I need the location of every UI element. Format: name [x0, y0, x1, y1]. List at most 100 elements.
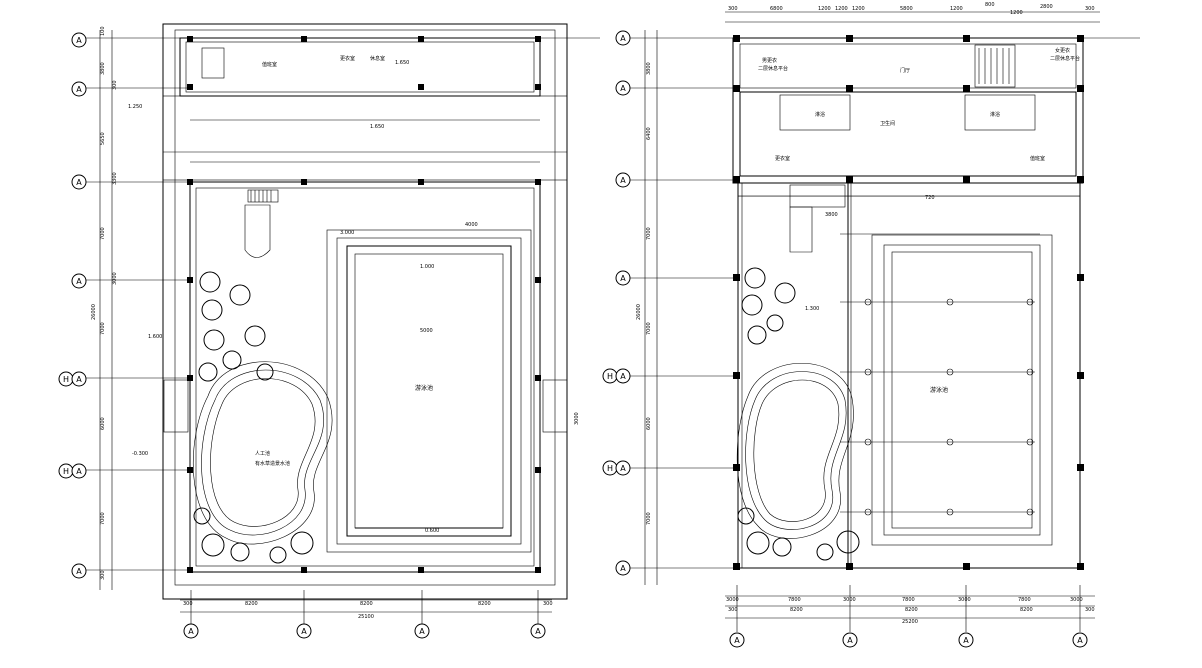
- dim-text: 1200: [950, 6, 963, 12]
- bubble-label: A: [620, 274, 626, 283]
- bubble-label: A: [620, 372, 626, 381]
- elev: -0.300: [132, 451, 148, 457]
- elev: 3800: [825, 212, 838, 218]
- bubble-label: A: [76, 36, 82, 45]
- pool-elev: 1.000: [420, 264, 434, 270]
- bubble-label: A: [620, 84, 626, 93]
- dim-text: 300: [728, 607, 738, 613]
- bubble-label: A: [620, 176, 626, 185]
- dim-text: 7000: [646, 322, 652, 335]
- elev: 720: [925, 195, 935, 201]
- pool-hall: [190, 182, 540, 572]
- dim-text: 3000: [843, 597, 856, 603]
- room-label: 值班室: [1030, 155, 1045, 162]
- dim-text: 300: [543, 601, 553, 607]
- dim-text: 300: [1085, 6, 1095, 12]
- bubble-label: A: [620, 464, 626, 473]
- dim-text: 26000: [91, 304, 97, 320]
- elev: 1.250: [128, 104, 142, 110]
- elev: 1.650: [370, 124, 384, 130]
- dim-text: 1200: [818, 6, 831, 12]
- dim-text: 6000: [100, 417, 106, 430]
- dim-text: 5650: [100, 132, 106, 145]
- dim-text: 800: [985, 2, 995, 8]
- right-swimming-pool: 游泳池: [840, 234, 1052, 545]
- left-bottom-dimensions: 300 8200 8200 8200 300 25100 A A A A: [180, 590, 553, 638]
- dim-text: 5800: [900, 6, 913, 12]
- pool-dim: 4000: [465, 222, 478, 228]
- dim-total: 25100: [358, 614, 374, 620]
- bubble-label: A: [188, 627, 194, 636]
- changing-block: [180, 38, 540, 96]
- dim-text: 2800: [1040, 4, 1053, 10]
- bubble-label: A: [301, 627, 307, 636]
- dim-text: 7000: [646, 512, 652, 525]
- dim-text: 8200: [905, 607, 918, 613]
- right-top-dimensions: 300 6800 1200 1200 1200 5800 1200 800 12…: [725, 2, 1100, 22]
- dim-text: 300: [728, 6, 738, 12]
- bubble-label: A: [76, 178, 82, 187]
- dim-text: 1200: [1010, 10, 1023, 16]
- dim-text: 8200: [245, 601, 258, 607]
- dim-text: 3000: [958, 597, 971, 603]
- dim-text: 3800: [646, 62, 652, 75]
- dim-text: 7000: [100, 227, 106, 240]
- room-label: 男更衣: [762, 57, 777, 64]
- dim-text: 26000: [636, 304, 642, 320]
- room-label: 女更衣: [1055, 47, 1070, 54]
- room-label: 休息室: [370, 55, 385, 62]
- dim-text: 1200: [852, 6, 865, 12]
- right-pond: [737, 363, 853, 538]
- bubble-label: A: [620, 34, 626, 43]
- left-pond: 人工池 有水草造景水池: [193, 362, 332, 544]
- right-vertical-dimensions: 3800 6400 7000 7000 6000 7000 26000: [636, 30, 657, 585]
- dim-text: 1200: [835, 6, 848, 12]
- dim-text: 7800: [788, 597, 801, 603]
- dim-text: 100: [100, 26, 106, 36]
- pool-label: 游泳池: [415, 384, 433, 392]
- bubble-label: H: [63, 375, 69, 384]
- dim-text: 8200: [1020, 607, 1033, 613]
- dim-total: 25200: [902, 619, 918, 625]
- dim-text: 3800: [100, 62, 106, 75]
- bubble-label: A: [76, 375, 82, 384]
- dim-text: 7000: [646, 227, 652, 240]
- room-label: 二层休息平台: [758, 65, 788, 72]
- dim-text: 6000: [646, 417, 652, 430]
- room-label: 淋浴: [815, 111, 825, 118]
- dim-text: 3300: [112, 172, 118, 185]
- left-plants: [194, 272, 313, 563]
- bubble-label: A: [963, 636, 969, 645]
- bubble-label: H: [607, 464, 613, 473]
- room-label: 更衣室: [340, 55, 355, 62]
- dim-text: 3000: [1070, 597, 1083, 603]
- room-label: 淋浴: [990, 111, 1000, 118]
- pond-label: 人工池: [255, 450, 270, 457]
- right-bottom-dimensions: 3000 7800 3000 7800 3000 7800 3000 300 8…: [725, 585, 1095, 647]
- elev: 1.600: [148, 334, 162, 340]
- bubble-label: A: [76, 85, 82, 94]
- right-plants: [738, 268, 859, 560]
- room-label: 门厅: [900, 67, 910, 74]
- pool-label: 游泳池: [930, 386, 948, 394]
- room-label: 二层休息平台: [1050, 55, 1080, 62]
- bubble-label: A: [76, 467, 82, 476]
- pool-elev: 0.600: [425, 528, 439, 534]
- dim-text: 3000: [112, 272, 118, 285]
- bubble-label: H: [607, 372, 613, 381]
- bubble-label: A: [535, 627, 541, 636]
- pool-dim: 5000: [420, 328, 433, 334]
- room-label: 更衣室: [775, 155, 790, 162]
- bubble-label: A: [76, 567, 82, 576]
- dim-text: 8200: [360, 601, 373, 607]
- elev: 1.300: [805, 306, 819, 312]
- left-floor-plan: A A A A H A H A A 100 3800 300 5650 3300…: [59, 24, 600, 638]
- right-pool-hall: [738, 183, 1080, 568]
- left-axis-rows: A A A A H A H A A: [59, 33, 600, 578]
- right-floor-plan: 300 6800 1200 1200 1200 5800 1200 800 12…: [603, 2, 1140, 647]
- canopy: [163, 96, 567, 180]
- bubble-label: H: [63, 467, 69, 476]
- site-boundary: [163, 24, 567, 599]
- side-dim: 3000: [574, 412, 580, 425]
